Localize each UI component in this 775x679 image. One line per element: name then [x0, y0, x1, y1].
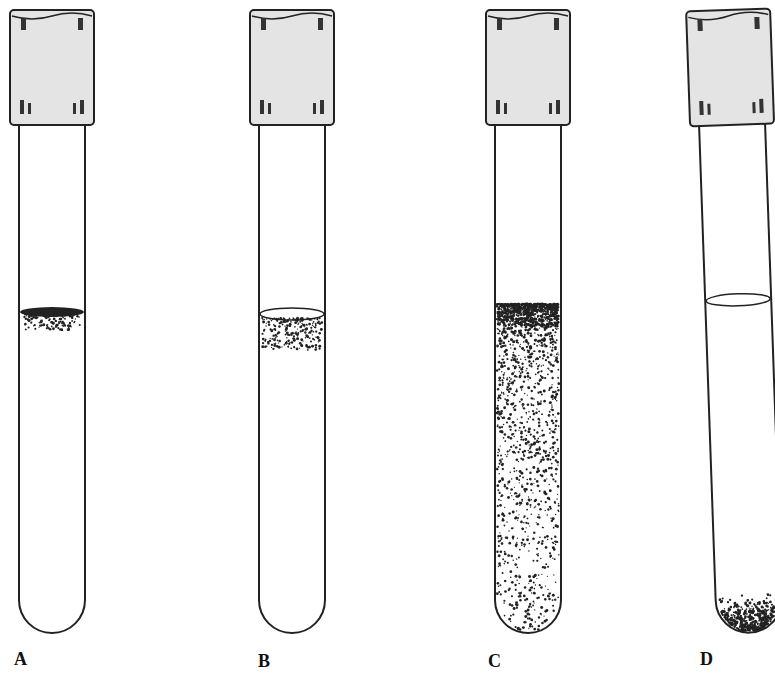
- tube-a: [10, 10, 94, 633]
- tube-label: D: [700, 650, 713, 668]
- tube-c: [486, 10, 570, 633]
- tube-label: A: [14, 650, 27, 668]
- tube-d: [686, 9, 775, 635]
- tube-label: B: [258, 652, 270, 670]
- tube-b: [250, 10, 334, 633]
- tube-label: C: [488, 652, 501, 670]
